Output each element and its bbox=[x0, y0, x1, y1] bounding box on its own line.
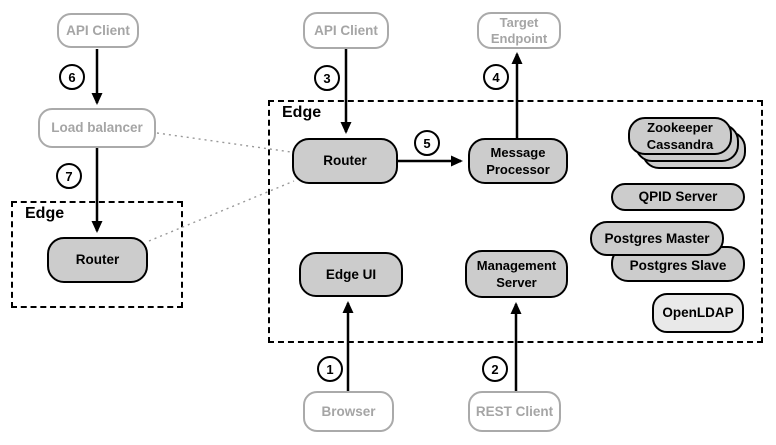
node-target-endpoint-line2: Endpoint bbox=[490, 30, 548, 46]
node-qpid-server: QPID Server bbox=[611, 183, 745, 211]
group-edge-left-label: Edge bbox=[25, 205, 65, 222]
step-badge-5: 5 bbox=[414, 130, 440, 156]
node-browser: Browser bbox=[303, 391, 394, 432]
node-api-client-left-label: API Client bbox=[66, 22, 130, 38]
node-router-left: Router bbox=[47, 237, 148, 283]
node-api-client-top: API Client bbox=[303, 12, 389, 49]
node-postgres-master: Postgres Master bbox=[590, 221, 724, 256]
node-edge-ui-label: Edge UI bbox=[325, 266, 377, 282]
step-badge-6-label: 6 bbox=[68, 69, 76, 85]
step-badge-7-label: 7 bbox=[65, 168, 73, 184]
node-router-main-label: Router bbox=[323, 153, 367, 168]
node-message-processor-line2: Processor bbox=[486, 162, 550, 177]
node-management-server-line2: Server bbox=[496, 275, 537, 290]
node-message-processor-line1: Message bbox=[490, 145, 546, 160]
node-router-left-label: Router bbox=[75, 252, 120, 267]
node-rest-client-label: REST Client bbox=[475, 403, 554, 419]
step-badge-1: 1 bbox=[317, 356, 343, 382]
dotted-link-loadbalancer-router bbox=[156, 132, 292, 153]
node-rest-client: REST Client bbox=[468, 391, 561, 432]
step-badge-3-label: 3 bbox=[323, 70, 331, 86]
node-browser-label: Browser bbox=[321, 403, 376, 419]
step-badge-2: 2 bbox=[482, 356, 508, 382]
node-openldap: OpenLDAP bbox=[652, 293, 744, 333]
node-router-main: Router bbox=[292, 138, 398, 184]
node-target-endpoint: Target Endpoint bbox=[477, 12, 561, 49]
node-cassandra-label: Cassandra bbox=[646, 137, 714, 152]
step-badge-4: 4 bbox=[483, 64, 509, 90]
step-badge-5-label: 5 bbox=[423, 135, 431, 151]
node-load-balancer-label: Load balancer bbox=[51, 120, 143, 135]
node-postgres-master-label: Postgres Master bbox=[604, 230, 710, 246]
node-postgres-slave-label: Postgres Slave bbox=[629, 258, 727, 273]
node-load-balancer: Load balancer bbox=[38, 108, 156, 148]
node-management-server-line1: Management bbox=[476, 258, 557, 273]
step-badge-6: 6 bbox=[59, 64, 85, 90]
node-qpid-server-label: QPID Server bbox=[638, 189, 718, 204]
node-management-server: Management Server bbox=[465, 250, 568, 298]
node-target-endpoint-line1: Target bbox=[499, 14, 539, 30]
node-api-client-top-label: API Client bbox=[314, 22, 378, 38]
node-zookeeper-cassandra: Zookeeper Cassandra bbox=[628, 117, 732, 155]
node-message-processor: Message Processor bbox=[468, 138, 568, 184]
node-edge-ui: Edge UI bbox=[299, 252, 403, 297]
step-badge-3: 3 bbox=[314, 65, 340, 91]
step-badge-7: 7 bbox=[56, 163, 82, 189]
node-openldap-label: OpenLDAP bbox=[662, 305, 734, 320]
node-zookeeper-label: Zookeeper bbox=[647, 120, 713, 135]
step-badge-2-label: 2 bbox=[491, 361, 499, 377]
step-badge-4-label: 4 bbox=[492, 69, 500, 85]
node-api-client-left: API Client bbox=[57, 13, 139, 48]
group-edge-main-label: Edge bbox=[282, 104, 322, 121]
dotted-link-leftrouter-router bbox=[148, 180, 295, 242]
step-badge-1-label: 1 bbox=[326, 361, 334, 377]
